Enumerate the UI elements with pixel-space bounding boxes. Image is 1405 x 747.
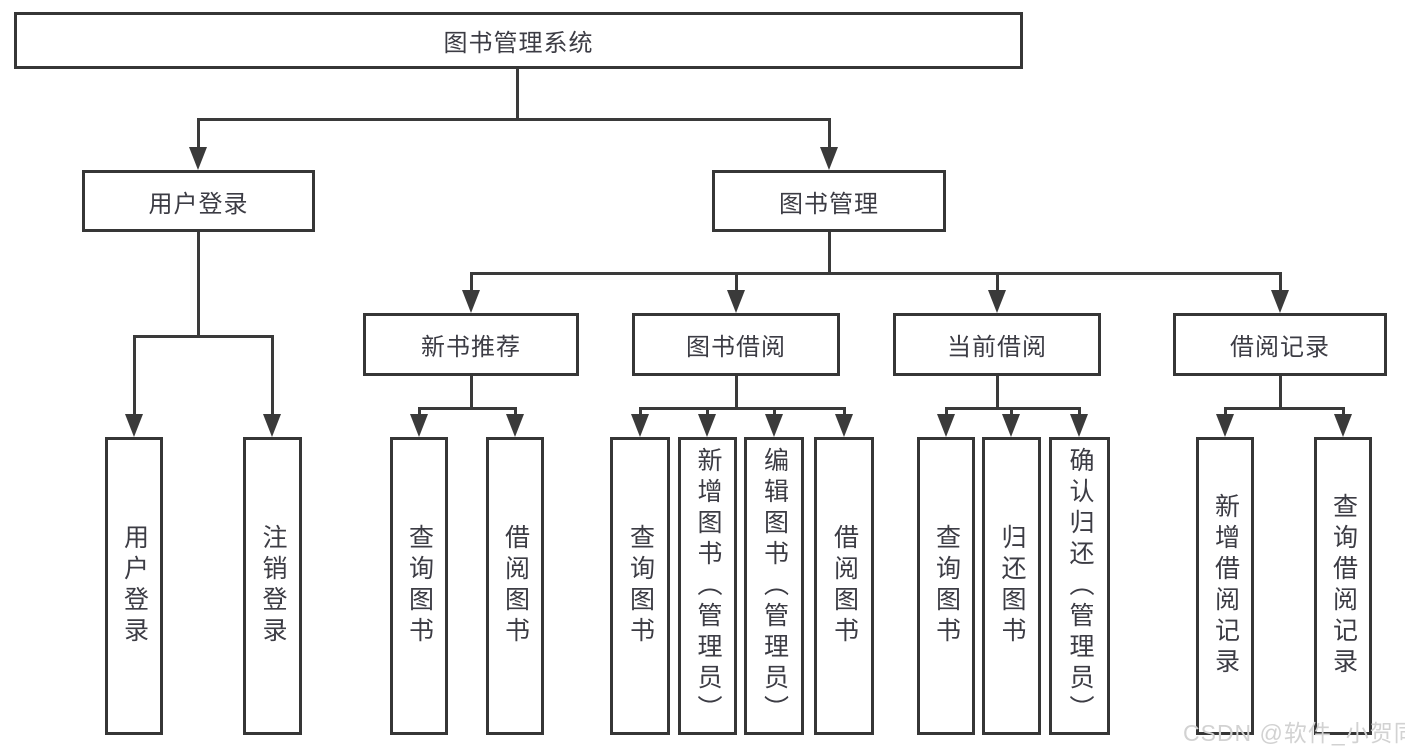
node-label: 查询借阅记录 <box>1329 493 1358 679</box>
node-label: 图书借阅 <box>686 334 786 361</box>
node-label: 当前借阅 <box>947 334 1047 361</box>
arrow-down-icon <box>698 414 716 437</box>
node-label: 新增图书（管理员） <box>694 446 722 726</box>
connector-line <box>639 407 845 410</box>
leaf-borrow-books-recommend: 借阅图书 <box>486 437 544 735</box>
leaf-edit-books-admin: 编辑图书（管理员） <box>744 437 804 735</box>
csdn-watermark: CSDN @软件_小贺同学 <box>1183 720 1405 746</box>
arrow-down-icon <box>631 414 649 437</box>
leaf-borrow-books-borrowing: 借阅图书 <box>814 437 874 735</box>
connector-line <box>197 118 831 121</box>
arrow-down-icon <box>1002 414 1020 437</box>
connector-line <box>418 407 517 410</box>
connector-line <box>735 376 738 410</box>
arrow-down-icon <box>1216 414 1234 437</box>
arrow-down-icon <box>1070 414 1088 437</box>
connector-line <box>271 335 274 415</box>
arrow-down-icon <box>937 414 955 437</box>
node-label: 编辑图书（管理员） <box>760 446 789 726</box>
node-book-borrowing: 图书借阅 <box>632 313 840 376</box>
arrow-down-icon <box>1334 414 1352 437</box>
leaf-query-books-recommend: 查询图书 <box>390 437 448 735</box>
leaf-query-books-current: 查询图书 <box>917 437 975 735</box>
connector-line <box>996 376 999 410</box>
node-label: 图书管理系统 <box>443 30 594 57</box>
leaf-user-login: 用户登录 <box>105 437 163 735</box>
node-label: 用户登录 <box>120 524 149 648</box>
connector-line <box>639 407 642 417</box>
arrow-down-icon <box>820 147 838 170</box>
connector-line <box>1279 272 1282 294</box>
leaf-query-books-borrowing: 查询图书 <box>610 437 670 735</box>
connector-line <box>197 232 200 338</box>
node-label: 图书管理 <box>779 190 879 218</box>
arrow-down-icon <box>462 290 480 313</box>
arrow-down-icon <box>988 290 1006 313</box>
node-label: 借阅图书 <box>830 524 859 648</box>
connector-line <box>945 407 1081 410</box>
connector-line <box>1224 407 1345 410</box>
leaf-return-books: 归还图书 <box>982 437 1041 735</box>
connector-line <box>516 69 519 119</box>
node-label: 查询图书 <box>405 524 434 648</box>
node-label: 借阅记录 <box>1230 334 1330 361</box>
node-label: 用户登录 <box>148 190 249 218</box>
leaf-logout: 注销登录 <box>243 437 302 735</box>
leaf-confirm-return-admin: 确认归还（管理员） <box>1049 437 1110 735</box>
arrow-down-icon <box>263 414 281 437</box>
leaf-query-borrow-record: 查询借阅记录 <box>1314 437 1372 735</box>
connector-line <box>133 335 273 338</box>
connector-line <box>418 407 421 417</box>
connector-line <box>828 118 831 151</box>
connector-line <box>996 272 999 294</box>
connector-line <box>1342 407 1345 417</box>
connector-line <box>1279 376 1282 410</box>
connector-line <box>735 272 738 294</box>
node-user-login: 用户登录 <box>82 170 315 232</box>
node-label: 新增借阅记录 <box>1211 493 1240 679</box>
connector-line <box>706 407 709 417</box>
node-new-book-recommend: 新书推荐 <box>363 313 579 376</box>
node-label: 借阅图书 <box>501 524 530 648</box>
connector-line <box>945 407 948 417</box>
leaf-add-borrow-record: 新增借阅记录 <box>1196 437 1254 735</box>
leaf-add-books-admin: 新增图书（管理员） <box>678 437 737 735</box>
node-library-management-system: 图书管理系统 <box>14 12 1023 69</box>
connector-line <box>1078 407 1081 417</box>
connector-line <box>1010 407 1013 417</box>
connector-line <box>773 407 776 417</box>
arrow-down-icon <box>506 414 524 437</box>
connector-line <box>197 118 200 151</box>
connector-line <box>843 407 846 417</box>
connector-line <box>470 272 473 294</box>
node-label: 归还图书 <box>998 524 1026 648</box>
arrow-down-icon <box>410 414 428 437</box>
connector-line <box>514 407 517 417</box>
node-label: 注销登录 <box>259 524 287 648</box>
connector-line <box>470 376 473 410</box>
node-borrowing-records: 借阅记录 <box>1173 313 1387 376</box>
node-label: 查询图书 <box>932 524 961 648</box>
connector-line <box>828 232 831 275</box>
connector-line <box>470 272 1281 275</box>
connector-line <box>1224 407 1227 417</box>
arrow-down-icon <box>727 290 745 313</box>
arrow-down-icon <box>765 414 783 437</box>
node-current-borrowing: 当前借阅 <box>893 313 1101 376</box>
node-book-management: 图书管理 <box>712 170 946 232</box>
node-label: 查询图书 <box>626 524 655 648</box>
arrow-down-icon <box>835 414 853 437</box>
arrow-down-icon <box>125 414 143 437</box>
arrow-down-icon <box>189 147 207 170</box>
arrow-down-icon <box>1271 290 1289 313</box>
node-label: 新书推荐 <box>421 334 521 361</box>
connector-line <box>133 335 136 415</box>
node-label: 确认归还（管理员） <box>1066 446 1094 726</box>
